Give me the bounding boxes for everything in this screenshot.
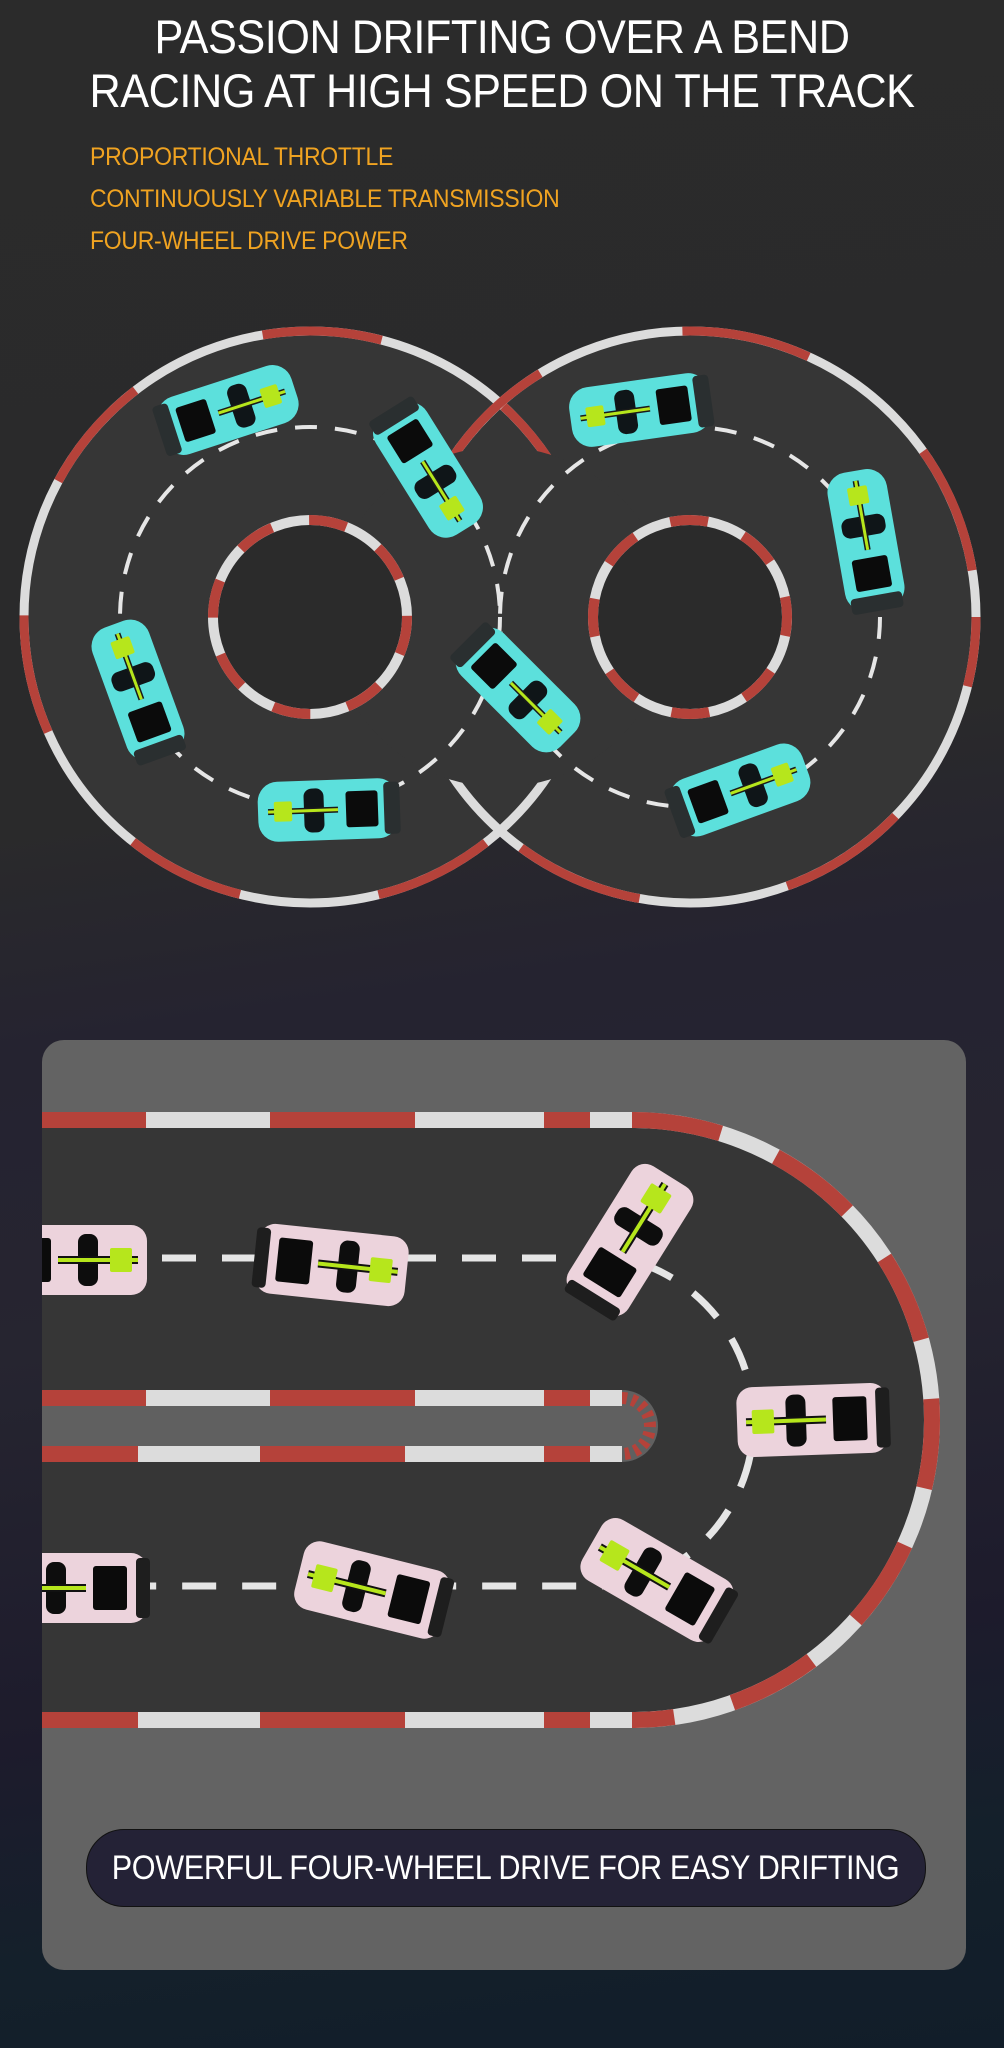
headline-line-1: PASSION DRIFTING OVER A BEND	[154, 10, 850, 63]
feature-banner: POWERFUL FOUR-WHEEL DRIVE FOR EASY DRIFT…	[86, 1829, 926, 1907]
u-turn-track-illustration	[42, 1112, 940, 1728]
headline: PASSION DRIFTING OVER A BEND RACING AT H…	[40, 10, 964, 118]
feature-banner-label: POWERFUL FOUR-WHEEL DRIVE FOR EASY DRIFT…	[112, 1848, 900, 1887]
headline-line-2: RACING AT HIGH SPEED ON THE TRACK	[89, 64, 915, 117]
feature-item: CONTINUOUSLY VARIABLE TRANSMISSION	[90, 185, 560, 213]
feature-list: PROPORTIONAL THROTTLE CONTINUOUSLY VARIA…	[90, 136, 600, 262]
figure-eight-track-illustration	[19, 326, 981, 908]
feature-item: PROPORTIONAL THROTTLE	[90, 143, 394, 171]
feature-item: FOUR-WHEEL DRIVE POWER	[90, 227, 408, 255]
